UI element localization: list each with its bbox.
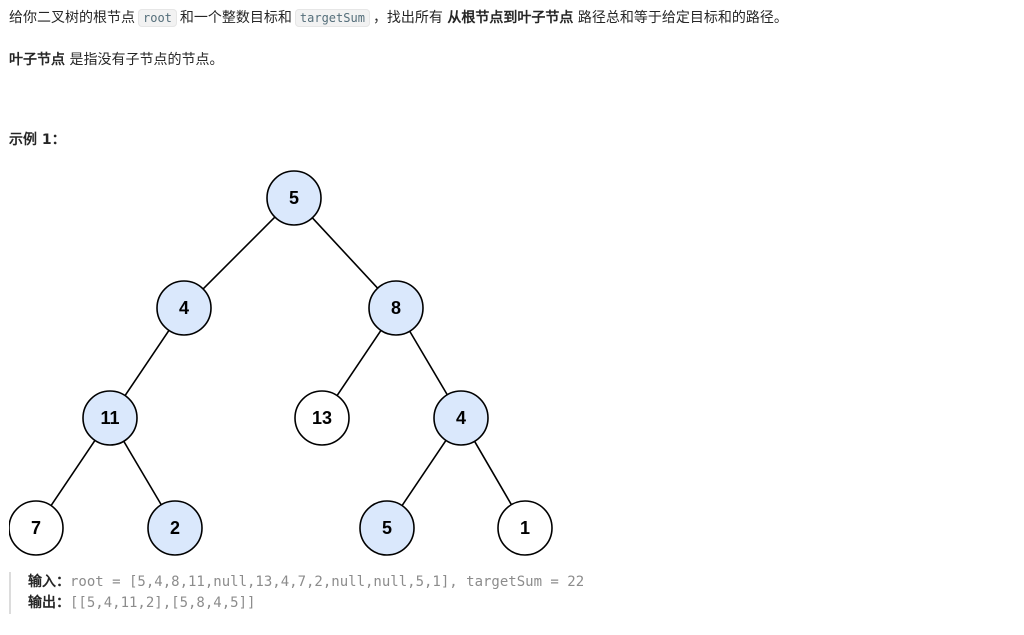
tree-node-circle [433,390,489,446]
tree-node: 4 [433,390,489,446]
tree-edge [124,329,170,397]
leaf-definition-bold: 叶子节点 [9,52,65,68]
statement-bold-path: 从根节点到叶子节点 [447,10,574,26]
tree-node-label: 1 [520,518,530,538]
tree-node: 5 [266,170,322,226]
tree-node-label: 11 [100,408,119,428]
tree-node-label: 2 [170,518,180,538]
leaf-definition-text: 是指没有子节点的节点。 [69,52,224,68]
tree-node-circle [359,500,415,556]
tree-node: 7 [8,500,64,556]
tree-node: 13 [294,390,350,446]
example-title: 示例 1： [9,132,66,148]
tree-node-label: 4 [179,298,189,318]
binary-tree-diagram: 5 4 8 11 13 4 7 2 5 1 [8,165,569,569]
tree-node: 11 [82,390,138,446]
tree-node-label: 5 [382,518,392,538]
output-value: [[5,4,11,2],[5,8,4,5]] [70,595,256,611]
tree-edge [123,440,162,506]
tree-node: 2 [147,500,203,556]
statement-text-4: 路径总和等于给定目标和的路径。 [577,10,788,26]
tree-node-label: 5 [289,188,299,208]
tree-node-circle [266,170,322,226]
tree-node-label: 8 [391,298,401,318]
tree-node-circle [294,390,350,446]
tree-node-label: 4 [456,408,466,428]
tree-node-label: 13 [312,408,332,428]
tree-node-circle [82,390,138,446]
tree-node: 5 [359,500,415,556]
tree-edge [401,439,447,507]
tree-node: 1 [497,500,553,556]
code-targetsum: targetSum [294,9,370,27]
tree-node-circle [497,500,553,556]
input-value: root = [5,4,8,11,null,13,4,7,2,null,null… [70,574,585,590]
tree-edge [409,330,448,396]
code-root: root [138,9,177,27]
tree-node-circle [8,500,64,556]
tree-node: 8 [368,280,424,336]
output-label: 输出： [28,595,70,611]
tree-node-label: 7 [31,518,41,538]
tree-edge [473,440,513,506]
statement-text-1: 给你二叉树的根节点 [9,10,135,26]
tree-edge [336,329,382,397]
tree-node-circle [368,280,424,336]
tree-edge [311,217,379,289]
tree-edge [202,216,276,290]
input-label: 输入： [28,574,70,590]
binary-tree-svg: 5 4 8 11 13 4 7 2 5 1 [8,170,553,556]
statement-text-3: ，找出所有 [372,10,443,26]
tree-node-circle [147,500,203,556]
tree-node: 4 [156,280,212,336]
statement-text-2: 和一个整数目标和 [179,10,292,26]
leaf-definition: 叶子节点 是指没有子节点的节点。 [9,50,223,70]
tree-node-circle [156,280,212,336]
example-io-block: 输入：root = [5,4,8,11,null,13,4,7,2,null,n… [9,572,584,614]
tree-edge [50,439,96,507]
